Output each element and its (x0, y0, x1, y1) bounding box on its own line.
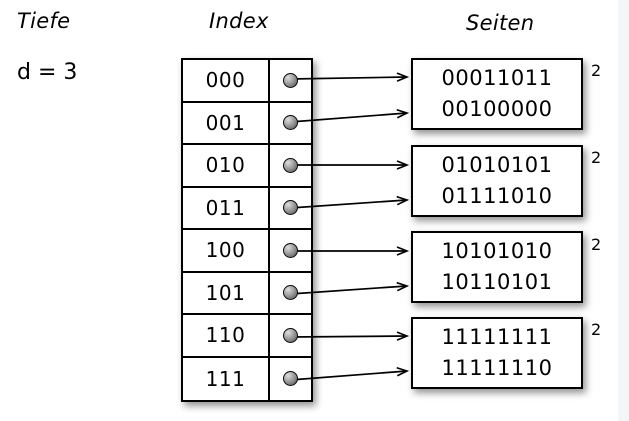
page-record: 00100000 (441, 97, 553, 121)
pointer-cell (270, 358, 311, 401)
page-box: 11111111 11111110 (411, 317, 583, 389)
pointer-cell (270, 145, 311, 186)
page-box: 01010101 01111010 (411, 145, 583, 217)
pointer-dot (283, 285, 298, 301)
right-gutter (618, 0, 629, 421)
index-row: 001 (183, 102, 311, 145)
index-key-cell: 110 (183, 315, 270, 356)
page-record: 10101010 (441, 239, 553, 263)
pointer-cell (270, 315, 311, 356)
index-row: 100 (183, 230, 311, 273)
depth-value: d = 3 (17, 60, 78, 85)
pointer-dot (283, 200, 298, 216)
index-row: 110 (183, 315, 311, 358)
index-row: 010 (183, 145, 311, 188)
local-depth-badge: 2 (591, 320, 602, 339)
pointer-dot (283, 115, 298, 131)
index-row: 101 (183, 272, 311, 315)
index-table: 000 001 010 011 100 101 110 111 (181, 58, 313, 402)
pointer-cell (270, 60, 311, 101)
page-box: 00011011 00100000 (411, 58, 583, 130)
page-record: 00011011 (441, 66, 553, 90)
pointer-cell (270, 230, 311, 271)
pages-header: Seiten (466, 11, 535, 35)
page-record: 01010101 (441, 153, 553, 177)
index-key-cell: 111 (183, 357, 270, 400)
pointer-cell (270, 103, 311, 144)
page-record: 10110101 (441, 270, 553, 294)
pointer-dot (283, 371, 298, 387)
depth-header: Tiefe (17, 9, 71, 33)
index-key-cell: 000 (183, 60, 270, 101)
pointer-cell (270, 188, 311, 229)
local-depth-badge: 2 (591, 61, 602, 80)
pointer-dot (283, 242, 298, 258)
index-key-cell: 011 (183, 187, 270, 228)
index-row: 011 (183, 187, 311, 230)
local-depth-badge: 2 (591, 235, 602, 254)
pointer-dot (283, 157, 298, 173)
index-key-cell: 100 (183, 230, 270, 271)
index-key-cell: 101 (183, 272, 270, 313)
index-header: Index (209, 9, 269, 33)
pointer-cell (270, 273, 311, 314)
pointer-dot (283, 327, 298, 343)
page-record: 01111010 (441, 184, 553, 208)
index-key-cell: 010 (183, 145, 270, 186)
index-key-cell: 001 (183, 102, 270, 143)
pointer-dot (283, 72, 298, 88)
index-row: 111 (183, 357, 311, 401)
local-depth-badge: 2 (591, 148, 602, 167)
page-box: 10101010 10110101 (411, 231, 583, 303)
page-record: 11111110 (441, 356, 553, 380)
page-record: 11111111 (441, 325, 553, 349)
index-row: 000 (183, 60, 311, 103)
